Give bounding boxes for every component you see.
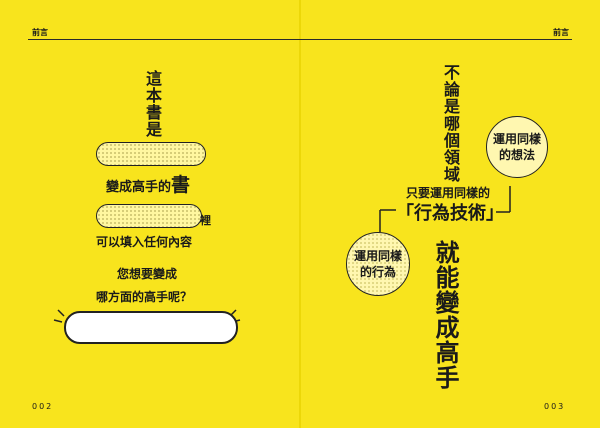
vertical-result: 就能變成高手 <box>431 240 459 390</box>
left-page: 前言 這本書是 變成高手的書 裡 可以填入任何內容 您想要變成 哪方面的高手呢？… <box>28 28 300 411</box>
vertical-title: 這本書是 <box>143 70 162 138</box>
left-page-number: 002 <box>32 402 54 411</box>
book-line: 變成高手的書 <box>106 174 191 196</box>
right-page-number: 003 <box>544 402 566 411</box>
right-page: 前言 不論是哪個領域 運用同樣 的想法 只要運用同樣的 「行為技術」 運用同樣 … <box>300 0 600 428</box>
question-line-2: 哪方面的高手呢？ <box>96 290 193 304</box>
inside-char: 裡 <box>200 214 211 227</box>
behavior-technique: 「行為技術」 <box>396 203 504 224</box>
right-header: 前言 <box>553 28 569 37</box>
book-spine <box>299 0 301 428</box>
question-line-1: 您想要變成 <box>117 267 178 281</box>
blank-pill-1[interactable] <box>96 142 206 166</box>
circle-same-thinking: 運用同樣 的想法 <box>486 116 548 178</box>
fill-anything-line: 可以填入任何內容 <box>96 235 193 249</box>
connector-lines <box>379 186 511 232</box>
right-header-rule <box>300 39 572 40</box>
blank-pill-2[interactable] <box>96 204 202 228</box>
circle-same-behavior: 運用同樣 的行為 <box>346 232 410 296</box>
left-header-rule <box>28 39 300 40</box>
center-line: 只要運用同樣的 <box>406 186 491 200</box>
vertical-domain: 不論是哪個領域 <box>441 64 460 183</box>
left-header: 前言 <box>32 28 48 37</box>
answer-box[interactable] <box>64 311 238 344</box>
